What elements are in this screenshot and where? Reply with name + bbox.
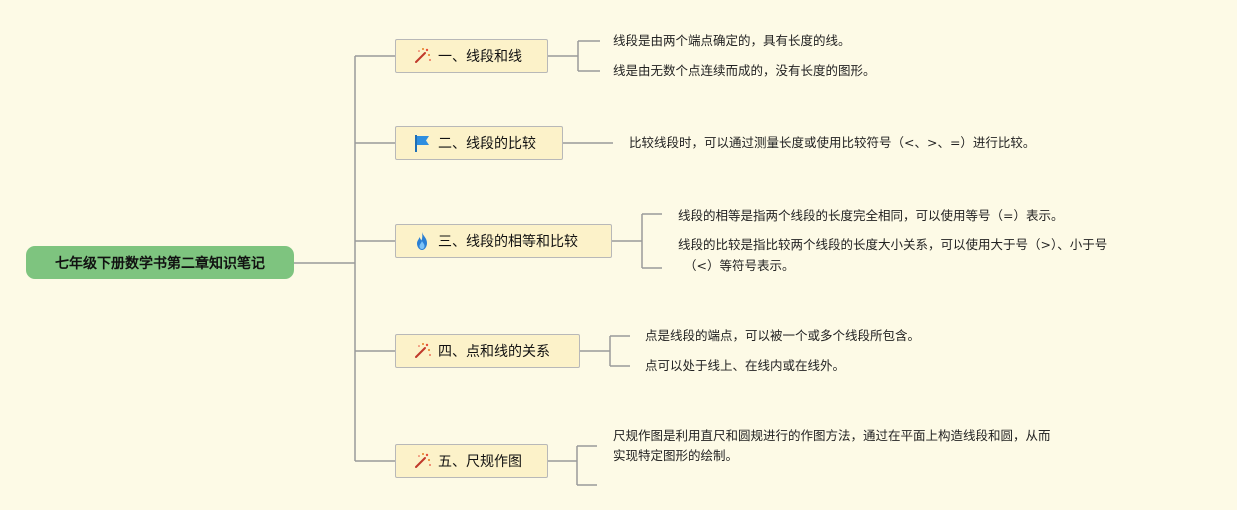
- note-text: 线段的比较是指比较两个线段的长度大小关系，可以使用大于号（>）、小于号: [678, 237, 1108, 252]
- note-text: 线是由无数个点连续而成的，没有长度的图形。: [613, 63, 876, 78]
- topic-title: 四、点和线的关系: [438, 344, 550, 360]
- topic-title: 一、线段和线: [438, 49, 522, 65]
- magic-wand-icon: [412, 341, 432, 361]
- root-node[interactable]: 七年级下册数学书第二章知识笔记: [26, 246, 294, 279]
- note-text: 点可以处于线上、在线内或在线外。: [645, 358, 846, 373]
- topic-line-segment-and-line[interactable]: 一、线段和线: [395, 39, 548, 73]
- topic-segment-equality-and-comparison[interactable]: 三、线段的相等和比较: [395, 224, 612, 258]
- topic-point-and-line-relation[interactable]: 四、点和线的关系: [395, 334, 580, 368]
- note-text: 比较线段时，可以通过测量长度或使用比较符号（<、>、=）进行比较。: [629, 135, 1036, 150]
- topic-title: 二、线段的比较: [438, 136, 536, 152]
- topic-segment-comparison[interactable]: 二、线段的比较: [395, 126, 563, 160]
- magic-wand-icon: [412, 451, 432, 471]
- flag-icon: [412, 133, 432, 153]
- note-text: 线段是由两个端点确定的，具有长度的线。: [613, 33, 851, 48]
- note-text: （<）等符号表示。: [684, 258, 795, 273]
- topic-title: 五、尺规作图: [438, 454, 522, 470]
- note-text: 线段的相等是指两个线段的长度完全相同，可以使用等号（=）表示。: [678, 208, 1064, 223]
- topic-title: 三、线段的相等和比较: [438, 234, 578, 250]
- note-text: 实现特定图形的绘制。: [613, 448, 739, 463]
- root-title: 七年级下册数学书第二章知识笔记: [55, 255, 265, 272]
- fire-icon: [412, 231, 432, 251]
- topic-ruler-compass-construction[interactable]: 五、尺规作图: [395, 444, 548, 478]
- note-text: 点是线段的端点，可以被一个或多个线段所包含。: [645, 328, 921, 343]
- note-text: 尺规作图是利用直尺和圆规进行的作图方法，通过在平面上构造线段和圆，从而: [613, 428, 1051, 443]
- magic-wand-icon: [412, 46, 432, 66]
